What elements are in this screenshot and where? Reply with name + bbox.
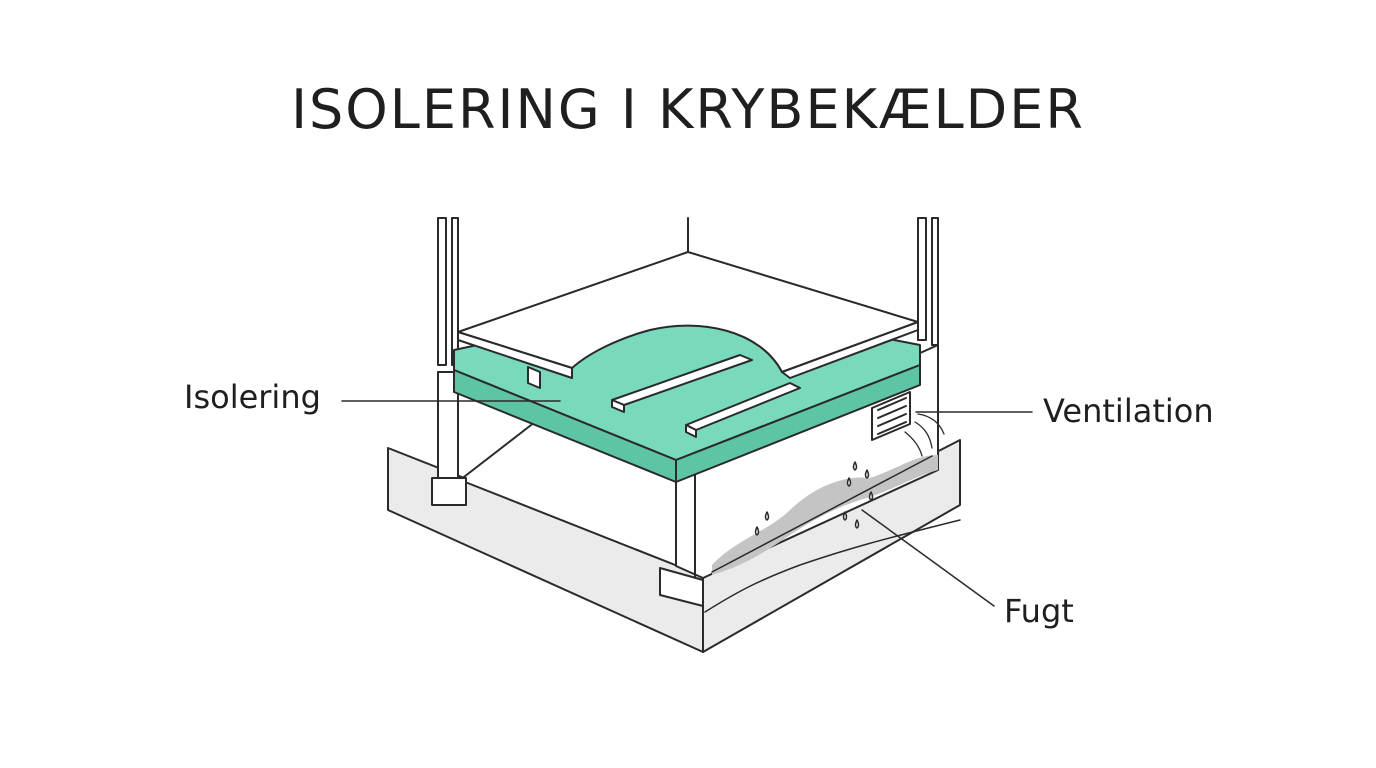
moisture-droplets — [754, 461, 874, 536]
right-wall — [917, 217, 939, 346]
label-ventilation: Ventilation — [1043, 392, 1214, 430]
floor-plate — [457, 251, 919, 379]
vent-grille — [871, 391, 945, 457]
left-wall — [431, 217, 467, 506]
label-fugt: Fugt — [1004, 592, 1074, 630]
fugt-leader — [861, 509, 995, 607]
label-isolering: Isolering — [184, 378, 321, 416]
floor-joists — [527, 354, 801, 438]
moisture-stain — [712, 455, 938, 575]
diagram-title: ISOLERING I KRYBEKÆLDER — [291, 78, 1085, 141]
